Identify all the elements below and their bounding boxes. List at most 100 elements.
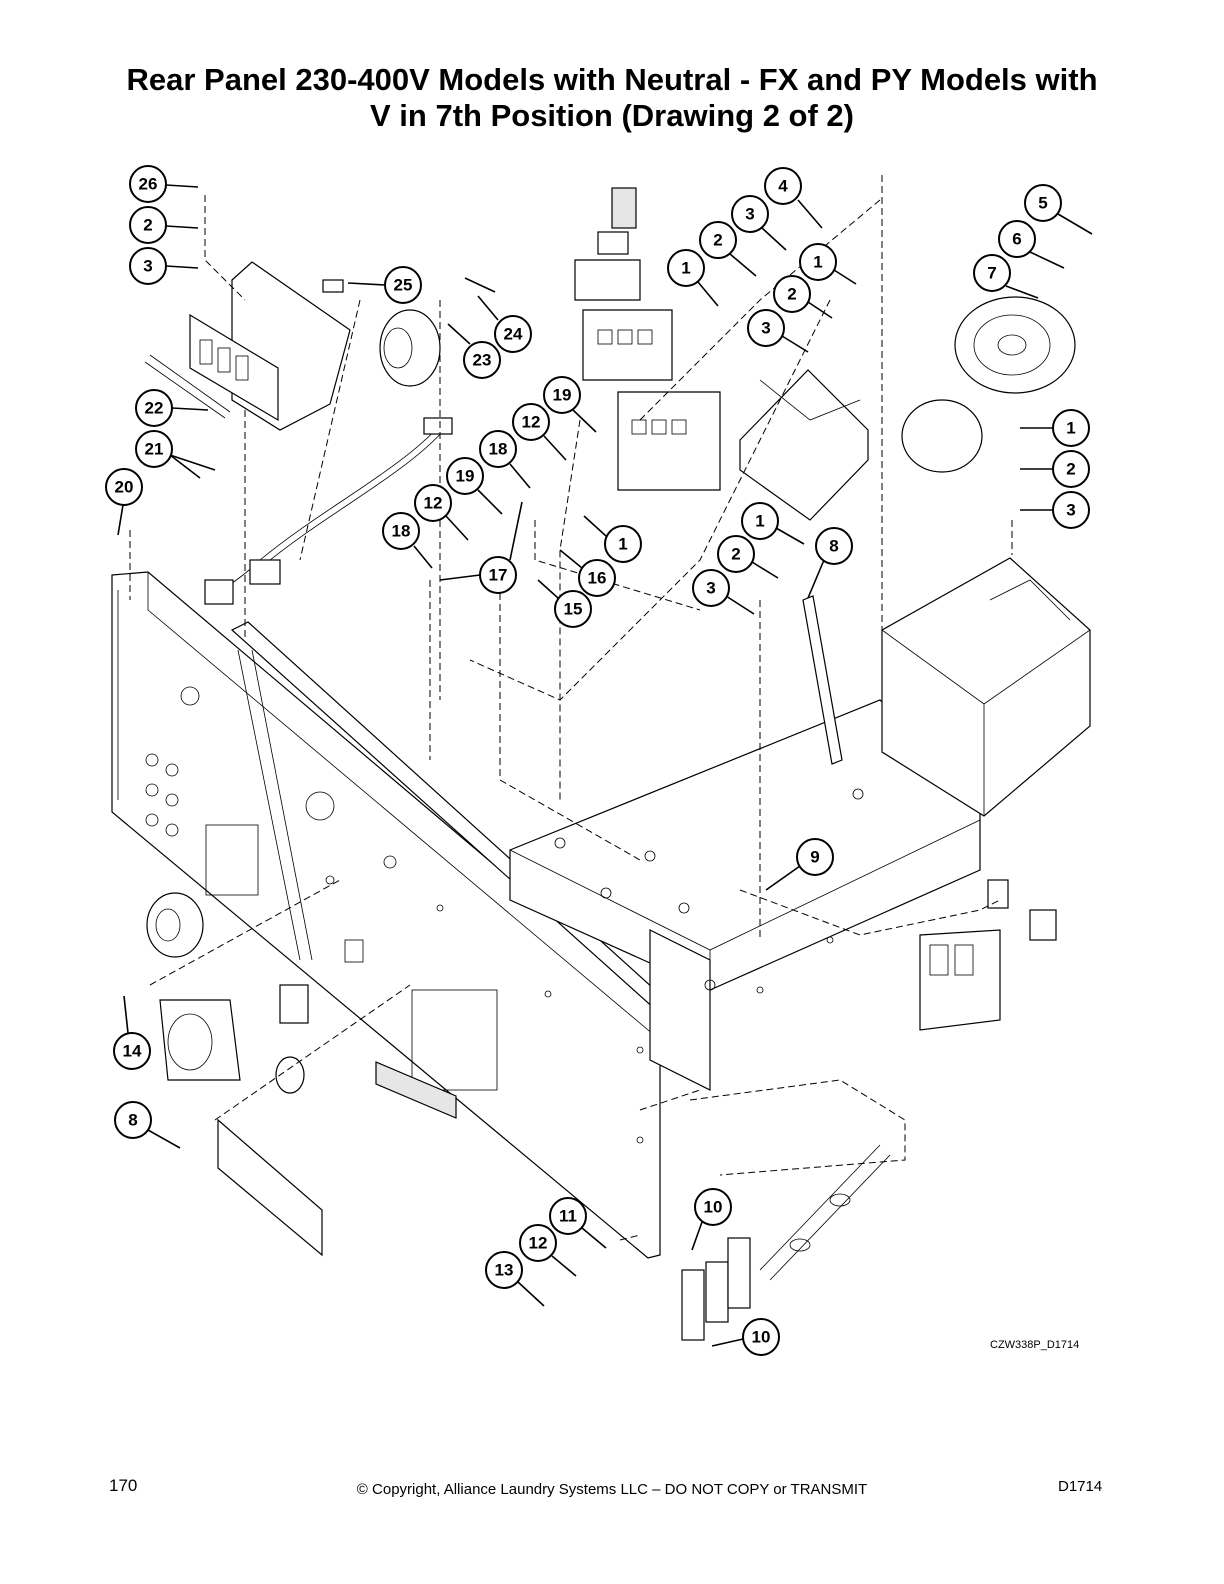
- document-code: D1714: [1058, 1478, 1103, 1495]
- svg-text:20: 20: [115, 478, 134, 497]
- title-line-2: V in 7th Position (Drawing 2 of 2): [370, 98, 854, 133]
- svg-text:14: 14: [123, 1042, 142, 1061]
- callout-2-top-mid-right: 2: [773, 275, 833, 319]
- capacitor-drum: [901, 296, 1076, 473]
- svg-text:12: 12: [424, 494, 443, 513]
- svg-text:1: 1: [1066, 419, 1075, 438]
- callout-3-mid-right: 3: [692, 569, 755, 615]
- callout-21: 21: [135, 430, 216, 479]
- svg-text:21: 21: [145, 440, 164, 459]
- callout-17: 17: [439, 501, 523, 594]
- svg-text:7: 7: [987, 264, 996, 283]
- callout-24: 24: [477, 295, 532, 353]
- callout-2-top-left: 2: [129, 206, 199, 244]
- svg-text:3: 3: [706, 579, 715, 598]
- callout-3-top-mid-right: 3: [747, 309, 809, 353]
- svg-text:8: 8: [128, 1111, 137, 1130]
- svg-text:19: 19: [553, 386, 572, 405]
- callout-2-mid-right: 2: [717, 535, 779, 579]
- callout-8-left: 8: [114, 1101, 181, 1149]
- callout-20: 20: [105, 468, 143, 536]
- callout-12-upper: 12: [512, 403, 567, 461]
- callout-2-far-right: 2: [1020, 450, 1090, 488]
- svg-text:10: 10: [752, 1328, 771, 1347]
- base-tray: [509, 699, 981, 1091]
- callout-4: 4: [764, 167, 823, 229]
- svg-text:12: 12: [522, 413, 541, 432]
- page-number: 170: [109, 1476, 138, 1495]
- svg-text:2: 2: [1066, 460, 1075, 479]
- svg-text:15: 15: [564, 600, 583, 619]
- bracket-rod: [802, 595, 843, 765]
- lower-left-components: [146, 892, 457, 1257]
- svg-text:2: 2: [787, 285, 796, 304]
- svg-text:23: 23: [473, 351, 492, 370]
- callout-1-top-mid-left: 1: [667, 249, 719, 307]
- svg-text:1: 1: [813, 253, 822, 272]
- callout-3-top-mid: 3: [731, 195, 787, 251]
- page-title: Rear Panel 230-400V Models with Neutral …: [0, 62, 1224, 134]
- hinge-and-pipes: [681, 1079, 906, 1341]
- callout-13: 13: [485, 1251, 545, 1307]
- callout-1-far-right: 1: [1020, 409, 1090, 447]
- svg-text:16: 16: [588, 569, 607, 588]
- contactor-upper: [574, 187, 721, 491]
- svg-text:18: 18: [489, 440, 508, 459]
- callout-16: 16: [559, 549, 616, 597]
- svg-text:11: 11: [559, 1207, 577, 1226]
- callout-26: 26: [129, 165, 199, 203]
- door-switch-assembly: [919, 879, 1057, 1031]
- svg-text:2: 2: [713, 231, 722, 250]
- callout-1-top-mid-right: 1: [799, 243, 857, 285]
- title-line-1: Rear Panel 230-400V Models with Neutral …: [126, 62, 1098, 97]
- callout-5: 5: [1024, 184, 1093, 235]
- svg-text:12: 12: [529, 1234, 548, 1253]
- callout-1-center: 1: [583, 515, 642, 563]
- callout-19-upper: 19: [543, 376, 597, 433]
- svg-text:17: 17: [489, 566, 508, 585]
- callout-14: 14: [113, 995, 151, 1070]
- callout-10-top: 10: [691, 1188, 732, 1251]
- callout-2-top-mid: 2: [699, 221, 757, 277]
- svg-text:8: 8: [829, 537, 838, 556]
- callout-8-right: 8: [807, 527, 853, 599]
- svg-text:5: 5: [1038, 194, 1047, 213]
- callout-23: 23: [447, 323, 501, 379]
- svg-text:3: 3: [143, 257, 152, 276]
- copyright-notice: © Copyright, Alliance Laundry Systems LL…: [356, 1481, 868, 1498]
- callout-1-mid-right: 1: [741, 502, 805, 545]
- svg-text:10: 10: [704, 1198, 723, 1217]
- svg-text:25: 25: [394, 276, 413, 295]
- callout-18-upper: 18: [479, 430, 531, 489]
- svg-text:2: 2: [143, 216, 152, 235]
- relay-right: [739, 369, 869, 521]
- svg-text:18: 18: [392, 522, 411, 541]
- callout-25: 25: [347, 266, 422, 304]
- callout-18-lower: 18: [382, 512, 433, 569]
- terminal-block-left: [144, 261, 496, 431]
- svg-text:3: 3: [761, 319, 770, 338]
- callout-3-far-right: 3: [1020, 491, 1090, 529]
- callout-10-bottom: 10: [711, 1318, 780, 1356]
- svg-text:1: 1: [755, 512, 764, 531]
- svg-text:19: 19: [456, 467, 475, 486]
- svg-text:13: 13: [495, 1261, 514, 1280]
- transformer-box: [881, 557, 1091, 817]
- svg-text:22: 22: [145, 399, 164, 418]
- svg-text:2: 2: [731, 545, 740, 564]
- callout-12-bottom: 12: [519, 1224, 577, 1277]
- callout-11: 11: [549, 1197, 607, 1249]
- drawing-code: CZW338P_D1714: [990, 1339, 1080, 1351]
- callout-7: 7: [973, 254, 1039, 299]
- svg-text:4: 4: [778, 177, 788, 196]
- callouts: 26 2 3 25 24 23 22 21 20 4 3 2 1 1 2 3 5…: [105, 165, 1093, 1356]
- wiring-harness: [204, 417, 453, 605]
- callout-9: 9: [765, 838, 834, 891]
- svg-text:9: 9: [810, 848, 819, 867]
- svg-text:1: 1: [618, 535, 627, 554]
- svg-text:24: 24: [504, 325, 523, 344]
- svg-text:1: 1: [681, 259, 690, 278]
- callout-15: 15: [537, 579, 592, 628]
- callout-12-lower: 12: [414, 484, 469, 541]
